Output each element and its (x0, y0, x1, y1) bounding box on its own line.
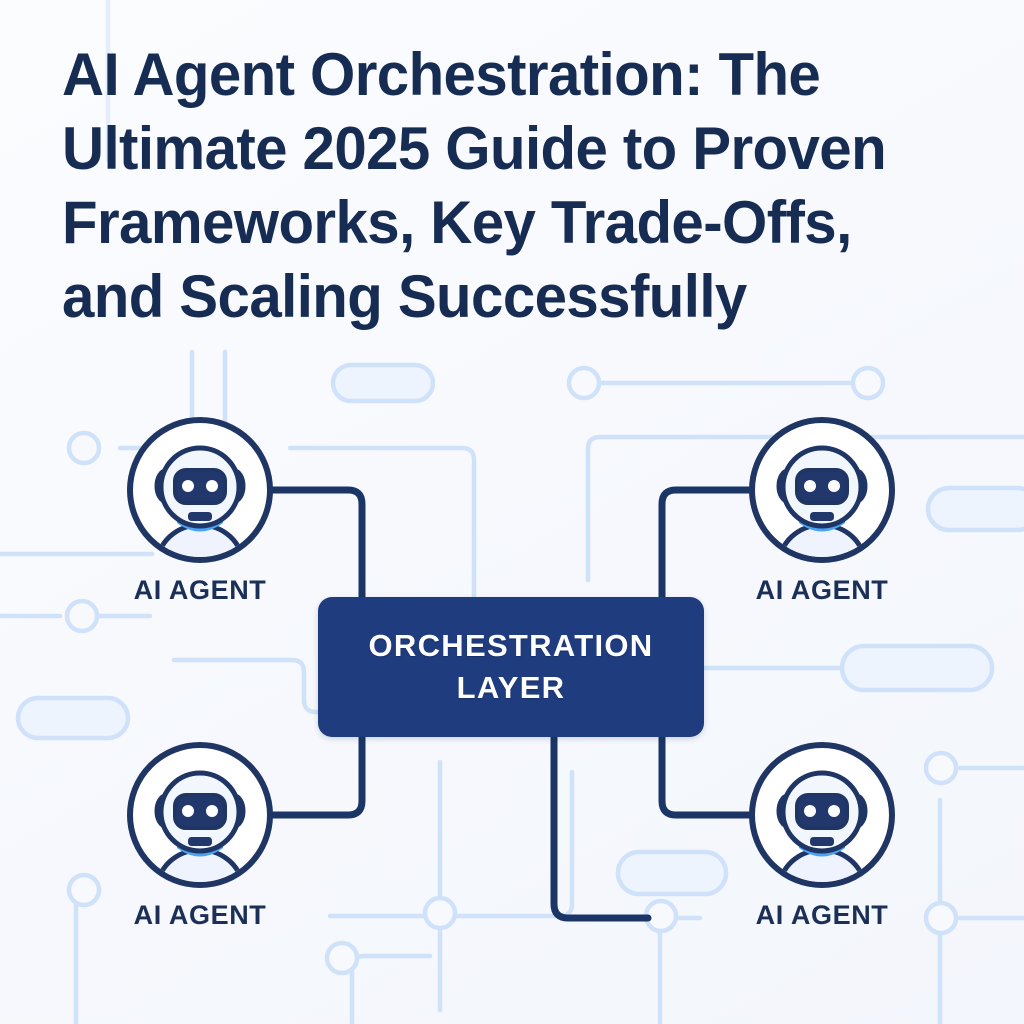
agent-node-top-right[interactable]: AI AGENT (732, 415, 912, 606)
robot-avatar-icon (125, 740, 275, 890)
page-title: AI Agent Orchestration: The Ultimate 202… (62, 38, 1012, 334)
title-line-1: AI Agent Orchestration: The (62, 41, 821, 108)
robot-avatar-icon (125, 415, 275, 565)
title-line-3: Frameworks, Key Trade-Offs, (62, 189, 852, 256)
orchestration-layer-node[interactable]: ORCHESTRATION LAYER (318, 597, 704, 737)
agent-label: AI AGENT (755, 575, 889, 605)
title-line-2: Ultimate 2025 Guide to Proven (62, 115, 887, 182)
title-line-4: and Scaling Successfully (62, 263, 747, 330)
connector-bottom-center (550, 733, 652, 922)
agent-node-bottom-right[interactable]: AI AGENT (732, 740, 912, 931)
orchestration-layer-label: ORCHESTRATION LAYER (368, 628, 654, 705)
agent-label: AI AGENT (133, 575, 267, 605)
agent-label: AI AGENT (755, 900, 889, 930)
robot-avatar-icon (747, 415, 897, 565)
agent-node-bottom-left[interactable]: AI AGENT (110, 740, 290, 931)
agent-node-top-left[interactable]: AI AGENT (110, 415, 290, 606)
agent-label: AI AGENT (133, 900, 267, 930)
robot-avatar-icon (747, 740, 897, 890)
